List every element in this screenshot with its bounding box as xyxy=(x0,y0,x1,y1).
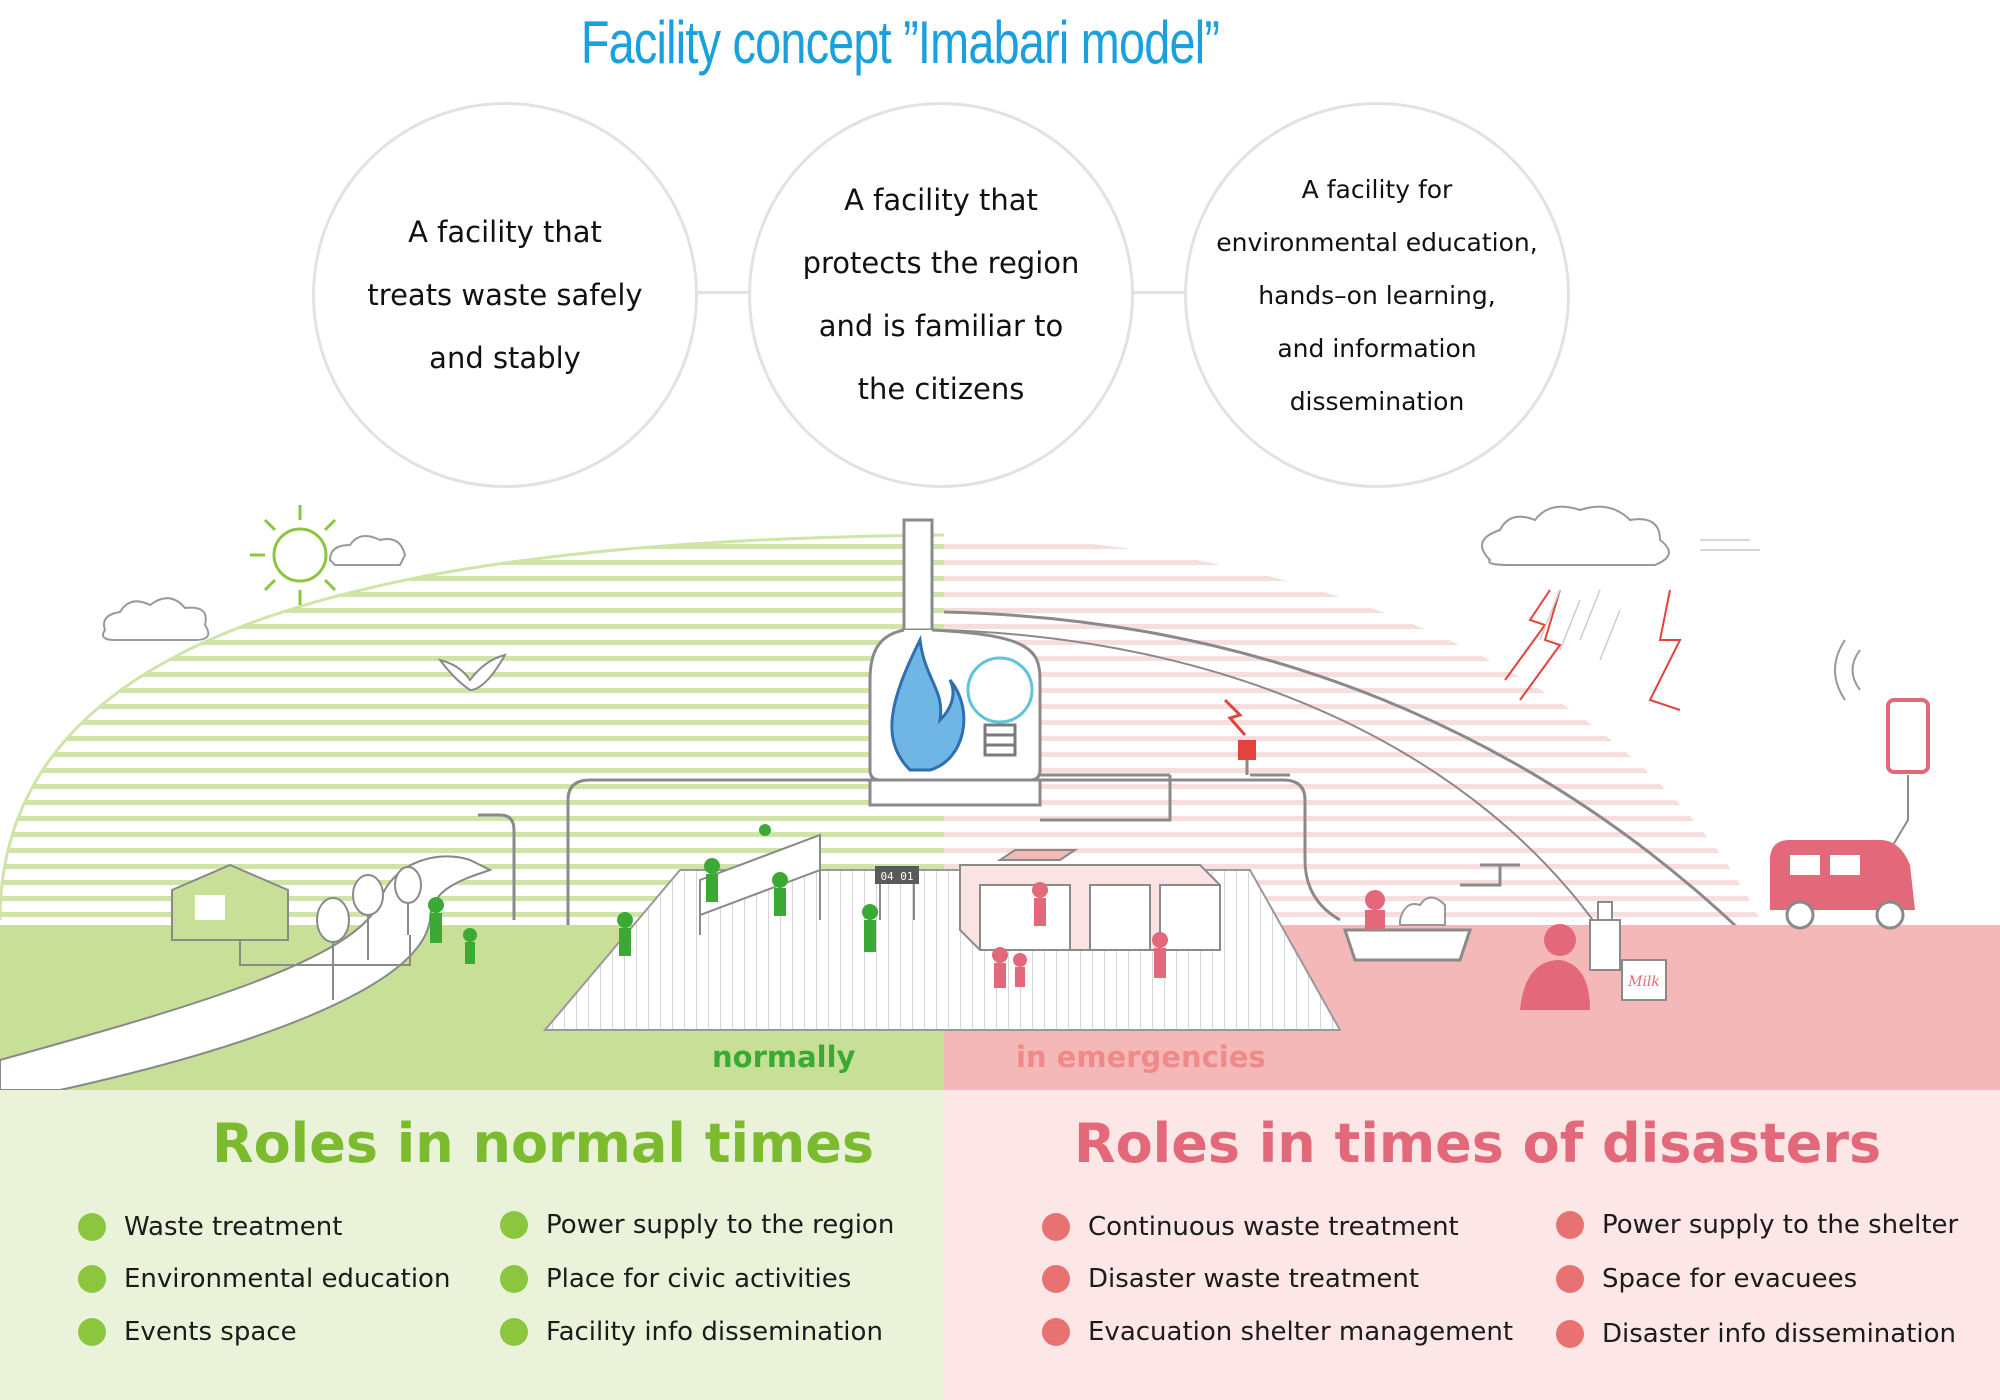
sun-icon xyxy=(250,505,350,605)
normal-roles-title: Roles in normal times xyxy=(212,1112,875,1175)
bullet-icon xyxy=(1556,1265,1584,1293)
emergency-label: in emergencies xyxy=(1016,1040,1266,1074)
bullet-icon xyxy=(1042,1265,1070,1293)
milk-can-icon: Milk xyxy=(1621,959,1667,1001)
milk-label: Milk xyxy=(1627,974,1660,990)
lightning-icon xyxy=(1504,589,1682,711)
bullet-icon xyxy=(78,1265,106,1293)
evacuee-figures xyxy=(992,882,1168,988)
disaster-roles-title: Roles in times of disasters xyxy=(1074,1112,1882,1175)
house-icon xyxy=(171,863,411,966)
concept-circle-education: A facility for environmental education, … xyxy=(1184,102,1570,488)
bullet-icon xyxy=(78,1213,106,1241)
bird-icon xyxy=(437,653,508,692)
bullet-icon xyxy=(1556,1211,1584,1239)
connector-line xyxy=(1134,291,1184,294)
flame-icon xyxy=(890,634,966,772)
concept-text: A facility that protects the region and … xyxy=(802,183,1080,406)
scoreboard: 04 01 xyxy=(875,866,919,920)
storm-cloud-icon xyxy=(1481,505,1670,566)
bullet-icon xyxy=(1042,1318,1070,1346)
rain-lines xyxy=(1539,539,1760,661)
volleyball-net xyxy=(699,833,821,935)
bathtub-icon xyxy=(1342,890,1473,962)
concept-circle-protects-region: A facility that protects the region and … xyxy=(748,102,1134,488)
bullet-icon xyxy=(500,1265,528,1293)
cloud-icon xyxy=(102,535,407,641)
player-figures xyxy=(428,824,878,964)
van-icon xyxy=(1770,840,1915,930)
bullet-icon xyxy=(78,1318,106,1346)
disaster-roles-panel: Roles in times of disasters Continuous w… xyxy=(944,1090,2000,1400)
bullet-icon xyxy=(500,1211,528,1239)
street-lamp-icon xyxy=(478,813,516,920)
bullet-icon xyxy=(500,1318,528,1346)
connector-line xyxy=(698,291,748,294)
shelter-partitions xyxy=(959,849,1221,951)
normally-label: normally xyxy=(712,1040,856,1074)
power-plug-icon xyxy=(1223,698,1256,775)
normal-roles-panel: Roles in normal times Waste treatment En… xyxy=(0,1090,944,1400)
tree-icons xyxy=(316,866,422,1000)
bullet-icon xyxy=(1042,1213,1070,1241)
sky-dome xyxy=(0,533,1760,932)
walking-path xyxy=(0,855,493,1090)
concept-text: A facility that treats waste safely and … xyxy=(367,214,643,375)
bullet-icon xyxy=(1556,1320,1584,1348)
concept-circle-safe-treatment: A facility that treats waste safely and … xyxy=(312,102,698,488)
page-title: Facility concept ”Imabari model” xyxy=(580,9,1220,76)
faucet-icon xyxy=(1460,863,1520,887)
scoreboard-score: 04 01 xyxy=(880,870,913,883)
lightbulb-icon xyxy=(966,656,1034,757)
milk-bottle-icon xyxy=(1589,901,1621,971)
mother-baby-icon xyxy=(1520,924,1590,1010)
concept-text: A facility for environmental education, … xyxy=(1216,174,1538,416)
facility-illustration: Milk 04 01 xyxy=(0,505,2000,1090)
